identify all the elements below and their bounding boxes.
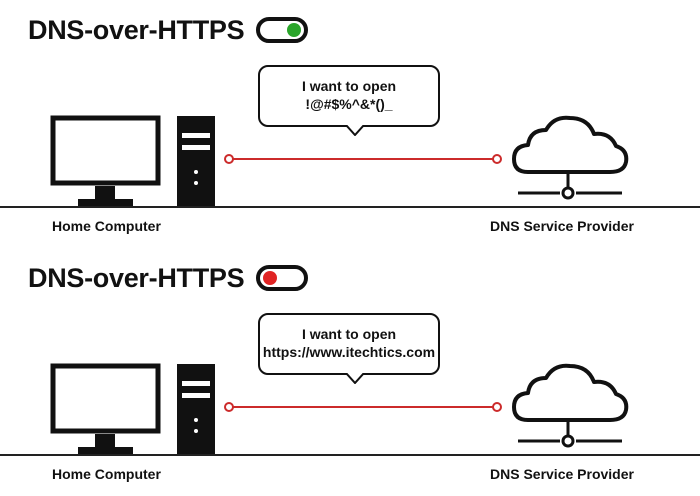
- message-line-1: I want to open: [301, 326, 397, 342]
- title-row: DNS-over-HTTPS: [28, 12, 309, 48]
- title-row: DNS-over-HTTPS: [28, 260, 309, 296]
- toggle-switch-icon: [256, 17, 309, 43]
- ground-line: [0, 454, 700, 456]
- message-line-2: !@#$%^&*()_: [305, 96, 393, 112]
- home-computer-label: Home Computer: [52, 466, 161, 482]
- home-computer-label: Home Computer: [52, 218, 161, 234]
- connection-line: [224, 154, 502, 164]
- ground-line: [0, 206, 700, 208]
- diagram-panel-encrypted: DNS-over-HTTPS I want to open !@#$%^&*()…: [0, 12, 700, 234]
- message-line-1: I want to open: [301, 78, 397, 94]
- connection-line: [224, 402, 502, 412]
- cloud-server-icon: [512, 115, 629, 200]
- bubble-tail: [346, 125, 364, 136]
- diagram-panel-unencrypted: DNS-over-HTTPS I want to open https://ww…: [0, 248, 700, 496]
- bubble-tail: [346, 373, 364, 384]
- speech-bubble: I want to open https://www.itechtics.com: [258, 313, 440, 384]
- dns-provider-label: DNS Service Provider: [490, 466, 634, 482]
- desktop-computer-icon: [50, 363, 215, 454]
- desktop-computer-icon: [50, 115, 215, 206]
- message-line-2: https://www.itechtics.com: [262, 344, 436, 360]
- speech-bubble: I want to open !@#$%^&*()_: [258, 65, 440, 136]
- dns-provider-label: DNS Service Provider: [490, 218, 634, 234]
- cloud-server-icon: [512, 363, 629, 448]
- toggle-knob: [263, 271, 278, 285]
- panel-title: DNS-over-HTTPS: [28, 263, 245, 293]
- toggle-knob: [287, 23, 302, 37]
- toggle-switch-icon: [256, 265, 309, 291]
- panel-title: DNS-over-HTTPS: [28, 15, 245, 45]
